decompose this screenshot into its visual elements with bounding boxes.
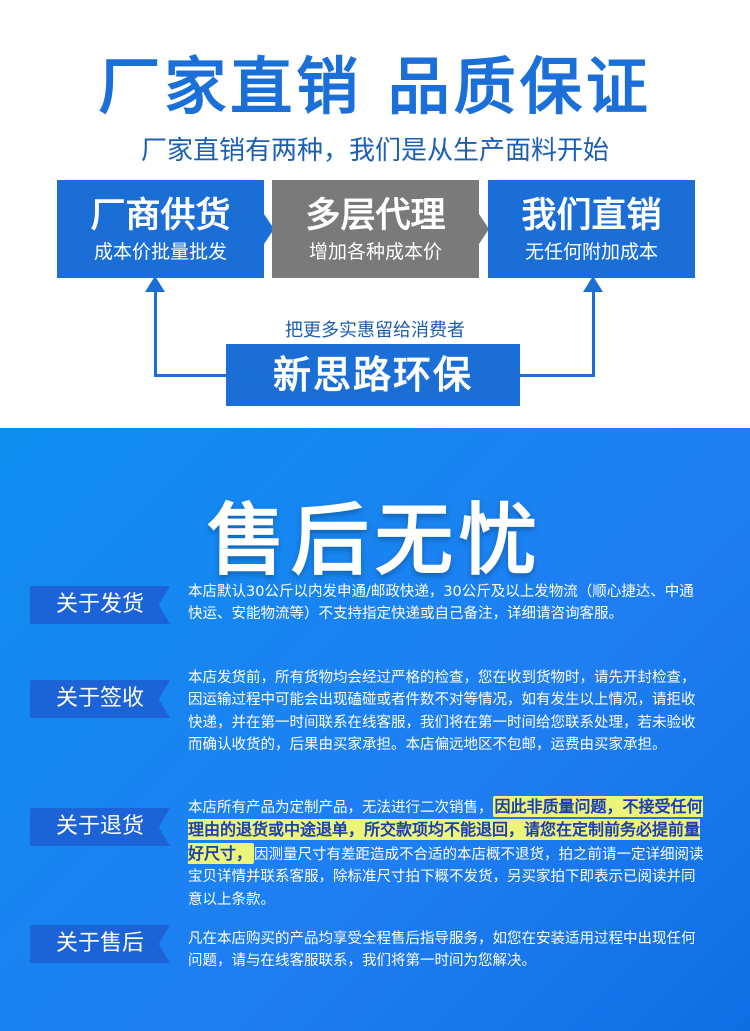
- label-after-sales: 关于售后: [30, 925, 170, 963]
- receipt-text: 本店发货前，所有货物均会经过严格的检查，您在收到货物时，请先开封检查，因运输过程…: [188, 670, 696, 754]
- returns-text-after: 因测量尺寸有差距造成不合适的本店概不退货，拍之前请一定详细阅读宝贝详情并联系客服…: [188, 846, 704, 908]
- box-subtitle: 无任何附加成本: [524, 241, 658, 263]
- box-subtitle: 成本价批量批发: [93, 241, 227, 263]
- flow-line: [520, 374, 595, 377]
- box-manufacturer-supply: 厂商供货 成本价批量批发: [57, 180, 264, 278]
- headline: 厂家直销 品质保证: [98, 50, 652, 123]
- box-title: 多层代理: [305, 196, 446, 236]
- subline: 厂家直销有两种，我们是从生产面料开始: [140, 136, 609, 166]
- arrow-up-icon: [583, 276, 603, 292]
- arrow-up-icon: [145, 276, 165, 292]
- chevron-right-icon: [264, 214, 274, 244]
- label-returns: 关于退货: [30, 808, 170, 846]
- box-title: 厂商供货: [90, 196, 231, 236]
- brand-name: 新思路环保: [226, 344, 520, 406]
- label-shipping: 关于发货: [30, 586, 170, 624]
- consumer-note: 把更多实惠留给消费者: [285, 320, 465, 341]
- flow-line: [154, 374, 226, 377]
- flow-line: [154, 290, 157, 377]
- after-sales-panel: 售后无忧 关于发货 本店默认30公斤以内发申通/邮政快递，30公斤及以上发物流（…: [0, 428, 750, 1031]
- flow-line: [592, 290, 595, 377]
- after-sales-title: 售后无忧: [206, 496, 543, 586]
- box-direct-sales: 我们直销 无任何附加成本: [488, 180, 695, 278]
- direct-sales-banner: 厂家直销 品质保证 厂家直销有两种，我们是从生产面料开始 厂商供货 成本价批量批…: [0, 0, 750, 428]
- shipping-text: 本店默认30公斤以内发申通/邮政快递，30公斤及以上发物流（顺心捷达、中通快运、…: [188, 584, 694, 623]
- box-title: 我们直销: [521, 196, 662, 236]
- label-receipt: 关于签收: [30, 680, 170, 718]
- returns-text-before: 本店所有产品为定制产品，无法进行二次销售，: [188, 800, 493, 816]
- after-sales-text: 凡在本店购买的产品均享受全程售后指导服务，如您在安装适用过程中出现任何问题，请与…: [188, 931, 696, 970]
- chevron-right-icon: [479, 214, 489, 244]
- box-multi-level-agent: 多层代理 增加各种成本价: [272, 180, 479, 278]
- box-subtitle: 增加各种成本价: [308, 241, 442, 263]
- returns-text: 本店所有产品为定制产品，无法进行二次销售，因此非质量问题，不接受任何理由的退货或…: [188, 796, 708, 911]
